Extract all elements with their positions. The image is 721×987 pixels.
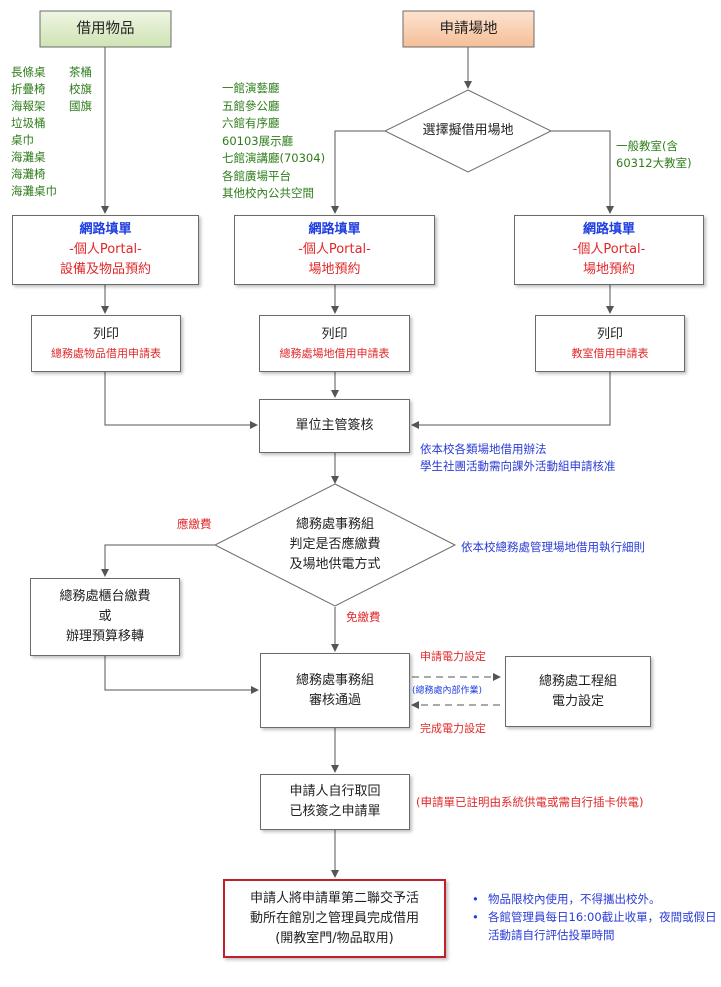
apply-venue-box: 申請場地: [403, 11, 534, 47]
venue-item: 七館演講廳(70304): [222, 151, 326, 165]
decision-venue-label: 選擇擬借用場地: [422, 123, 514, 138]
fee-decision-line: 及場地供電方式: [289, 557, 381, 572]
online-sub: 場地預約: [308, 262, 361, 277]
apply-venue-box-bg: [402, 10, 535, 48]
final-line: 申請人將申請單第二聯交予活: [249, 890, 419, 906]
final-line: (開教室門/物品取用): [275, 930, 394, 946]
items-list-col2: 茶桶 校旗 國旗: [69, 64, 92, 115]
final-line: 動所在館別之管理員完成借用: [249, 910, 419, 926]
borrow-items-box: 借用物品: [40, 11, 171, 47]
online-portal: -個人Portal-: [298, 242, 371, 257]
item: 海灘桌巾: [11, 184, 57, 198]
pay-box: 總務處櫃台繳費 或 辦理預算移轉: [30, 578, 180, 656]
venue-item: 各館廣場平台: [222, 168, 291, 183]
classroom-item: 60312大教室): [616, 156, 692, 170]
venue-item: 60103展示廳: [222, 133, 294, 148]
power-apply-label: 申請電力設定: [420, 650, 486, 663]
approve-box: 總務處事務組 審核通過: [260, 653, 410, 728]
arrow-decision-to-right: [550, 130, 614, 214]
classroom-list: 一般教室(含 60312大教室): [616, 138, 692, 172]
notes-list: 物品限校內使用，不得攜出校外。 各館管理員每日16:00截止收單，夜間或假日活動…: [470, 890, 721, 944]
arrow-decision-pay: [101, 544, 215, 577]
item: 桌巾: [11, 133, 34, 147]
print-form-name: 教室借用申請表: [571, 347, 649, 360]
online-title: 網路填單: [79, 222, 132, 237]
print-box-left: 列印 總務處物品借用申請表: [31, 315, 181, 372]
arrow-pay-approve: [104, 656, 259, 694]
items-list-col1: 長條桌 折疊椅 海報架 垃圾桶 桌巾 海灘桌 海灘椅 海灘桌巾: [11, 64, 57, 200]
item: 折疊椅: [11, 82, 46, 96]
engineering-line: 電力設定: [551, 693, 604, 709]
borrow-items-box-bg: [39, 10, 172, 48]
item: 海灘椅: [11, 167, 46, 181]
pay-line: 或: [98, 609, 112, 624]
online-sub: 設備及物品預約: [59, 262, 151, 277]
online-form-left: 網路填單 -個人Portal- 設備及物品預約: [12, 215, 199, 285]
note-item: 各館管理員每日16:00截止收單，夜間或假日活動請自行評估投單時間: [472, 908, 721, 944]
online-title: 網路填單: [582, 222, 635, 237]
supervisor-note-line: 依本校各類場地借用辦法: [420, 442, 547, 456]
print-title: 列印: [596, 327, 623, 342]
decision-venue-diamond: [383, 89, 553, 173]
internal-work-label: (總務處內部作業): [412, 686, 483, 696]
should-pay-label: 應繳費: [177, 517, 212, 531]
online-form-right: 網路填單 -個人Portal- 場地預約: [514, 215, 704, 285]
approve-line: 審核通過: [308, 692, 361, 708]
item: 海灘桌: [11, 150, 46, 164]
retrieve-box: 申請人自行取回 已核簽之申請單: [260, 774, 410, 830]
arrow-decision-to-mid: [331, 130, 385, 214]
item: 海報架: [11, 99, 46, 113]
venue-item: 一館演藝廳: [222, 81, 280, 95]
print-box-mid: 列印 總務處場地借用申請表: [259, 315, 410, 372]
supervisor-label: 單位主管簽核: [295, 418, 374, 433]
venue-item: 六館有序廳: [222, 116, 280, 130]
print-form-name: 總務處物品借用申請表: [51, 347, 161, 360]
venue-item: 其他校內公共空間: [222, 186, 314, 200]
item: 垃圾桶: [11, 116, 46, 130]
retrieve-line: 已核簽之申請單: [289, 804, 381, 819]
fee-decision-line: 判定是否應繳費: [289, 537, 381, 552]
no-pay-label: 免繳費: [346, 610, 381, 624]
pay-line: 辦理預算移轉: [65, 629, 144, 644]
retrieve-note: (申請單已註明由系統供電或需自行插卡供電): [416, 795, 644, 809]
fee-decision-diamond: [213, 483, 457, 607]
fee-decision-line: 總務處事務組: [295, 517, 374, 532]
print-box-right: 列印 教室借用申請表: [535, 315, 685, 372]
online-title: 網路填單: [308, 222, 361, 237]
supervisor-box: 單位主管簽核: [259, 399, 410, 453]
venue-list: 一館演藝廳 五館參公廳 六館有序廳 60103展示廳 七館演講廳(70304) …: [222, 80, 325, 203]
final-box: 申請人將申請單第二聯交予活 動所在館別之管理員完成借用 (開教室門/物品取用): [223, 879, 446, 958]
classroom-item: 一般教室(含: [616, 139, 678, 153]
apply-venue-label: 申請場地: [439, 21, 498, 37]
arrow-print-right-supervisor: [411, 372, 611, 429]
fee-note: 依本校總務處管理場地借用執行細則: [461, 540, 645, 554]
supervisor-note: 依本校各類場地借用辦法 學生社團活動需向課外活動組申請核准: [420, 441, 616, 475]
item: 校旗: [69, 82, 92, 96]
online-form-mid: 網路填單 -個人Portal- 場地預約: [234, 215, 435, 285]
power-done-label: 完成電力設定: [420, 722, 486, 735]
supervisor-note-line: 學生社團活動需向課外活動組申請核准: [420, 459, 616, 473]
print-title: 列印: [92, 327, 119, 342]
venue-item: 五館參公廳: [222, 98, 280, 113]
item: 國旗: [69, 99, 92, 113]
print-title: 列印: [321, 327, 348, 342]
arrow-print-left-supervisor: [104, 372, 258, 429]
borrow-items-label: 借用物品: [76, 21, 135, 37]
fee-decision-label: 總務處事務組 判定是否應繳費 及場地供電方式: [255, 515, 415, 575]
online-portal: -個人Portal-: [69, 242, 142, 257]
online-portal: -個人Portal-: [572, 242, 646, 257]
approve-line: 總務處事務組: [295, 672, 374, 688]
note-item: 物品限校內使用，不得攜出校外。: [472, 890, 721, 908]
pay-line: 總務處櫃台繳費: [59, 589, 151, 604]
item: 茶桶: [69, 65, 92, 79]
retrieve-line: 申請人自行取回: [289, 784, 381, 799]
item: 長條桌: [11, 65, 46, 79]
engineering-line: 總務處工程組: [538, 673, 617, 689]
online-sub: 場地預約: [582, 262, 635, 277]
engineering-box: 總務處工程組 電力設定: [505, 656, 651, 727]
print-form-name: 總務處場地借用申請表: [279, 347, 390, 360]
